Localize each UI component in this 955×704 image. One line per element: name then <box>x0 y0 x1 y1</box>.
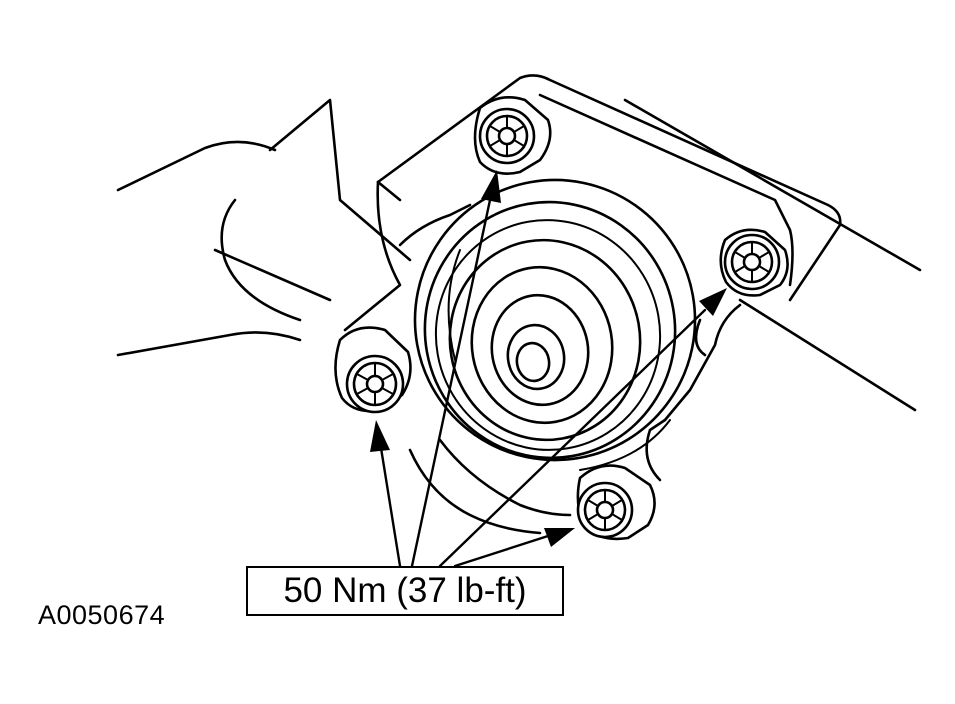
hub-assembly <box>413 178 697 471</box>
bolt-right <box>723 233 781 291</box>
arrowhead-bolt-bottom <box>544 528 575 547</box>
arrowhead-bolt-left <box>370 420 390 452</box>
leader-lines <box>370 170 727 568</box>
arrowhead-bolt-right <box>699 288 727 316</box>
bolt-bottom <box>576 481 634 539</box>
figure-id-label: A0050674 <box>38 600 166 630</box>
housing-plate <box>343 74 922 535</box>
leader-to-bolt-right <box>438 308 707 568</box>
axle-housing-tube <box>116 98 412 357</box>
leader-to-bolt-left <box>379 446 402 568</box>
bolt-top <box>478 107 536 165</box>
leader-to-bolt-bottom <box>453 534 550 568</box>
bolt-left <box>345 354 405 414</box>
arrowhead-bolt-top <box>481 170 501 203</box>
leader-to-bolt-top <box>410 198 492 568</box>
torque-spec-callout: 50 Nm (37 lb-ft) <box>246 566 564 616</box>
torque-spec-text: 50 Nm (37 lb-ft) <box>283 571 527 610</box>
